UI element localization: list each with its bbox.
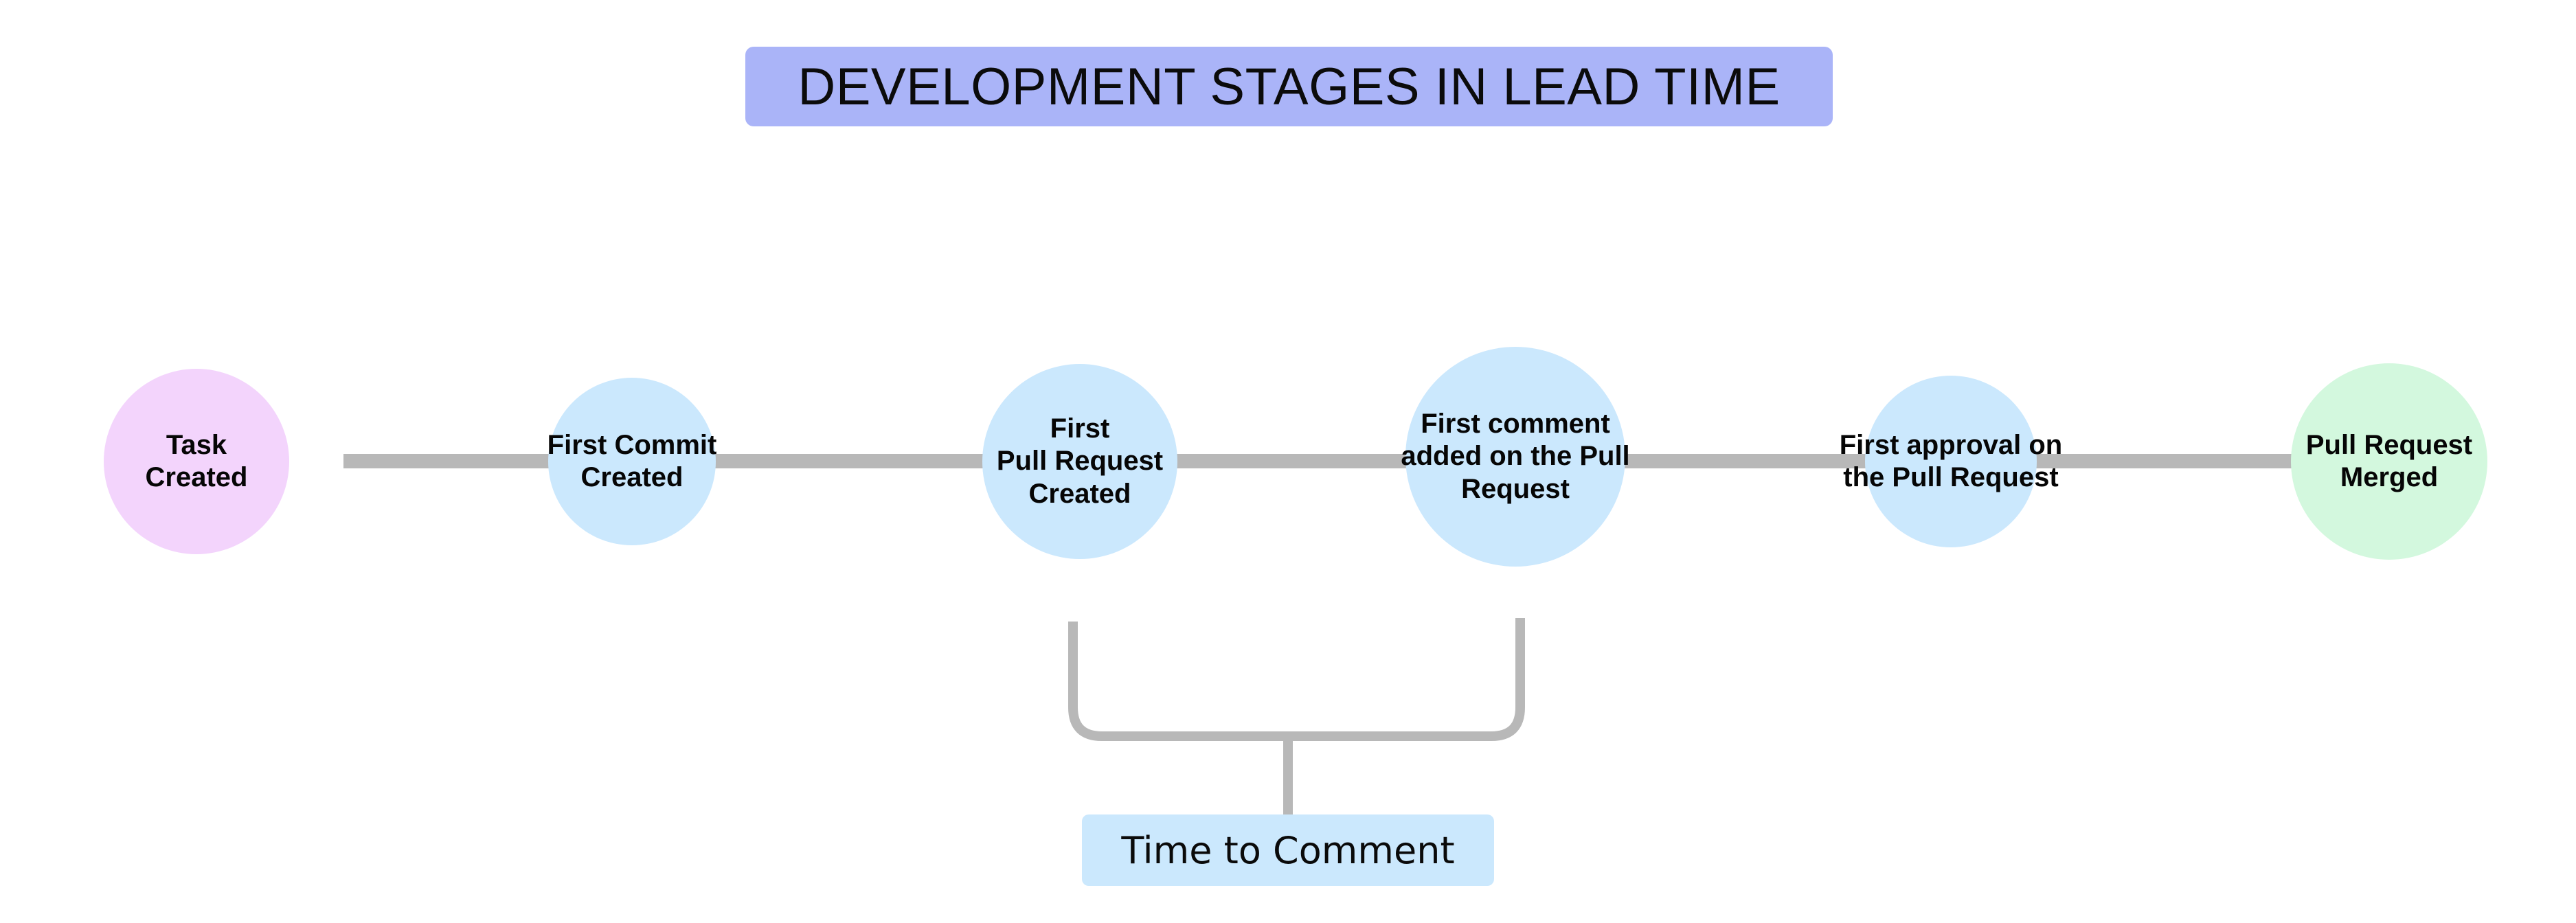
connector-pr-to-comment [1168,454,1422,468]
connector-approval-to-merged [2026,454,2301,468]
page-title: DEVELOPMENT STAGES IN LEAD TIME [798,57,1781,116]
node-first-comment-on-pull-request[interactable] [1405,347,1625,567]
node-first-commit-created[interactable] [548,378,716,545]
node-task-created[interactable] [104,369,289,554]
node-pull-request-merged[interactable] [2291,363,2487,560]
connector-commit-to-pr [701,454,996,468]
time-to-comment-label: Time to Comment [1121,828,1455,872]
node-first-pull-request-created[interactable] [982,364,1177,559]
time-to-comment-bracket [1068,618,1525,817]
diagram-title-band: DEVELOPMENT STAGES IN LEAD TIME [745,47,1833,126]
node-group [104,347,2487,567]
connector-group [343,454,2301,468]
connector-task-to-commit [343,454,563,468]
connector-comment-to-approval [1614,454,1882,468]
time-to-comment-label-box[interactable]: Time to Comment [1082,814,1494,886]
node-first-approval-on-pull-request[interactable] [1865,376,2037,547]
bracket-path [1068,618,1525,741]
